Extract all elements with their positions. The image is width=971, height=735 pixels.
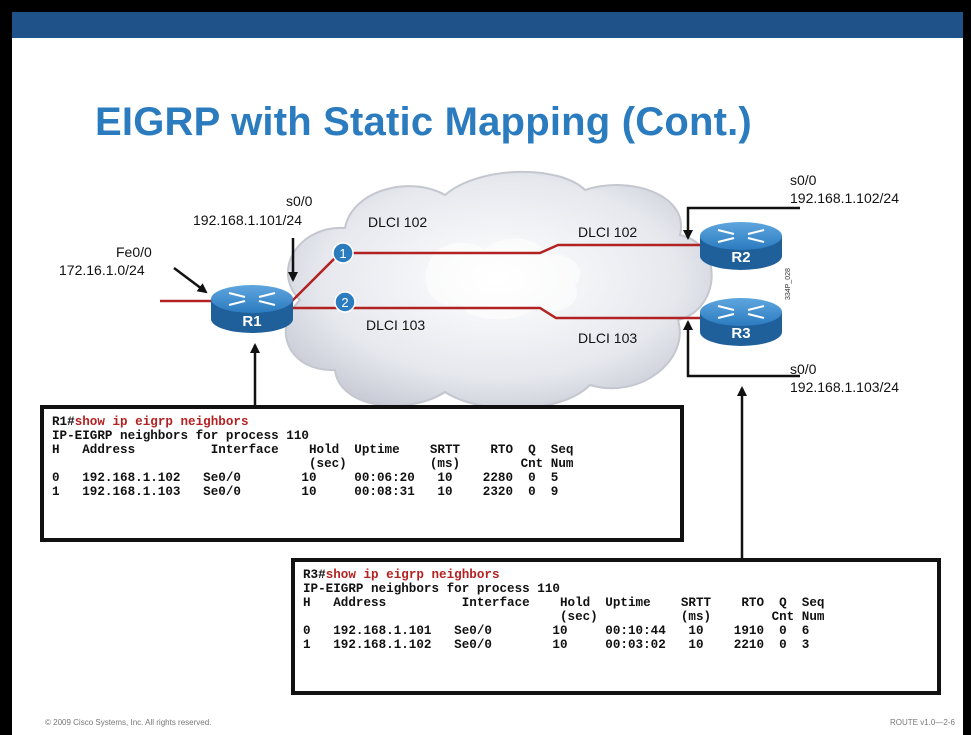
- r3-ip-label: 192.168.1.103/24: [790, 379, 899, 395]
- r1-output-line: IP-EIGRP neighbors for process 110: [52, 429, 309, 443]
- frame-left-border: [0, 0, 12, 735]
- r3-neighbor-row: 0 192.168.1.101 Se0/0 10 00:10:44 10 191…: [303, 624, 810, 638]
- pvc-1-local-dlci-label: DLCI 102: [368, 214, 428, 230]
- svg-text:R2: R2: [731, 249, 750, 266]
- pvc-lines: [160, 243, 710, 320]
- r1-fe-interface-label: Fe0/0: [116, 244, 152, 260]
- r3-output-header: H Address Interface Hold Uptime SRTT RTO…: [303, 596, 825, 610]
- r3-output-header-units: (sec) (ms) Cnt Num: [303, 610, 825, 624]
- r2-interface-label: s0/0: [790, 172, 817, 188]
- r1-neighbor-row: 1 192.168.1.103 Se0/0 10 00:08:31 10 232…: [52, 485, 559, 499]
- figure-tag: 334P_028: [785, 268, 792, 300]
- r1-output-box: R1#show ip eigrp neighbors IP-EIGRP neig…: [40, 405, 684, 542]
- frame-relay-cloud: [284, 170, 713, 410]
- r1-output-header-units: (sec) (ms) Cnt Num: [52, 457, 574, 471]
- r2-ip-label: 192.168.1.102/24: [790, 190, 899, 206]
- svg-text:1: 1: [339, 246, 346, 261]
- r3-output-line: IP-EIGRP neighbors for process 110: [303, 582, 560, 596]
- r3-interface-label: s0/0: [790, 361, 817, 377]
- frame-right-border: [963, 0, 971, 735]
- r1-fe-ip-label: 172.16.1.0/24: [59, 262, 145, 278]
- r3-command-line: R3#show ip eigrp neighbors: [303, 568, 500, 582]
- r1-output-header: H Address Interface Hold Uptime SRTT RTO…: [52, 443, 574, 457]
- router-r3-icon[interactable]: R3: [700, 298, 782, 346]
- svg-text:2: 2: [341, 295, 348, 310]
- svg-text:R1: R1: [242, 313, 261, 330]
- frame-top-border: [0, 0, 971, 12]
- r3-s0-arrow: [683, 320, 800, 378]
- slide-title: EIGRP with Static Mapping (Cont.): [95, 100, 752, 144]
- pvc-1-line: [291, 243, 710, 302]
- copyright-footer: © 2009 Cisco Systems, Inc. All rights re…: [45, 718, 212, 727]
- pvc-2-remote-dlci-label: DLCI 103: [578, 330, 638, 346]
- svg-text:R3: R3: [731, 325, 750, 342]
- course-code-footer: ROUTE v1.0—2-6: [890, 718, 955, 727]
- router-r2-icon[interactable]: R2: [700, 222, 782, 270]
- pvc-1-remote-dlci-label: DLCI 102: [578, 224, 638, 240]
- pointer-arrows: [173, 206, 800, 558]
- r1-serial-interface-label: s0/0: [286, 193, 313, 209]
- r3-neighbor-row: 1 192.168.1.102 Se0/0 10 00:03:02 10 221…: [303, 638, 810, 652]
- pvc-2-badge: 2: [334, 291, 356, 313]
- fe0-arrow: [173, 267, 208, 294]
- r1-serial-ip-label: 192.168.1.101/24: [193, 212, 302, 228]
- pvc-2-line: [292, 306, 710, 320]
- r1-command-line: R1#show ip eigrp neighbors: [52, 415, 249, 429]
- r2-s0-arrow: [683, 206, 800, 240]
- pvc-2-local-dlci-label: DLCI 103: [366, 317, 426, 333]
- pvc-1-badge: 1: [332, 242, 354, 264]
- r3-output-box: R3#show ip eigrp neighbors IP-EIGRP neig…: [291, 558, 941, 695]
- r1-neighbor-row: 0 192.168.1.102 Se0/0 10 00:06:20 10 228…: [52, 471, 559, 485]
- header-band: [12, 12, 963, 38]
- router-r1-icon[interactable]: R1: [211, 285, 293, 333]
